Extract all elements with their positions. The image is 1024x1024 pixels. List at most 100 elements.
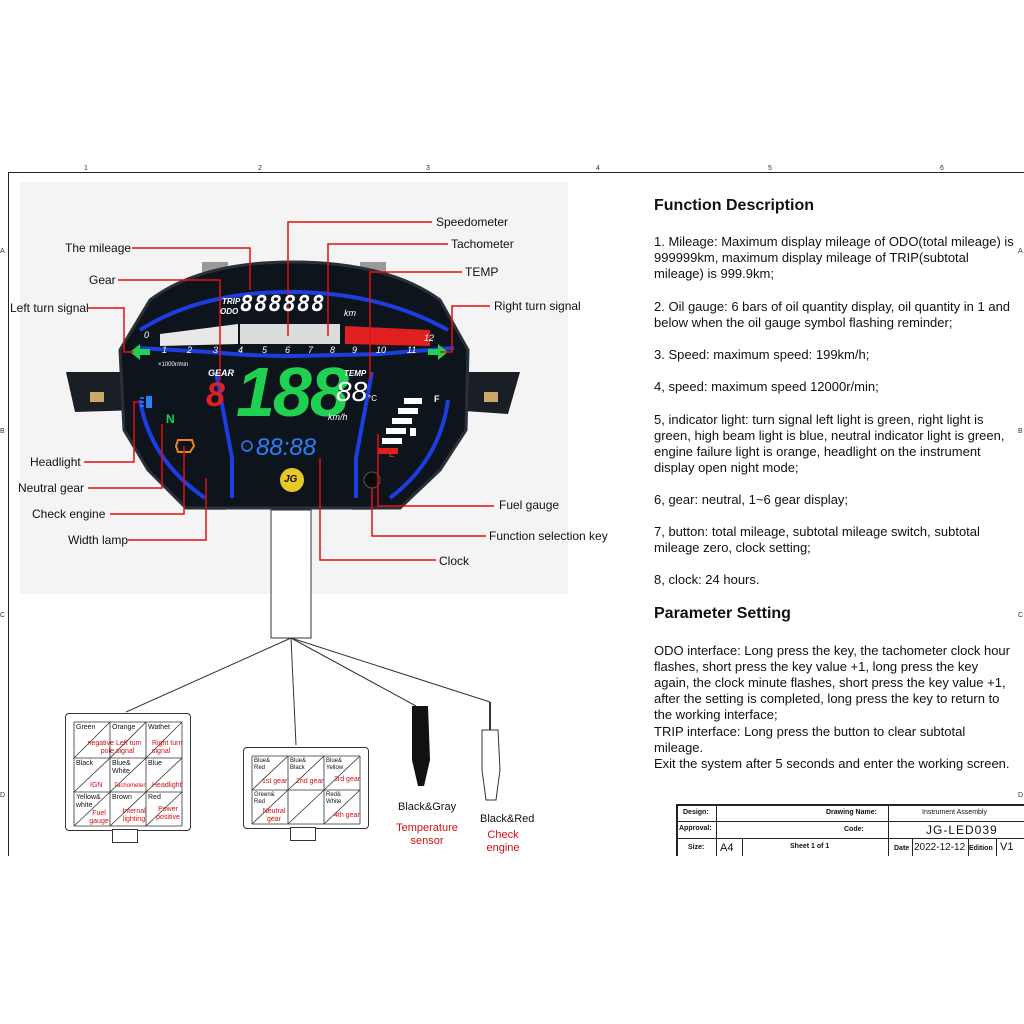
blue-arc-mid [137,346,455,359]
top-clip-right [360,262,386,272]
tb-size: A4 [720,842,734,854]
gear-label: GEAR [208,368,235,378]
connector-2-grid [251,755,361,825]
wire-function: 3rd gear [334,776,361,783]
ruler-num: 6 [940,165,944,172]
callout-speedometer: Speedometer [436,215,509,229]
tb-edition-label: Edition [969,845,993,852]
trip-label: TRIP [222,297,241,306]
connector-1-grid [73,721,183,827]
gear-digit: 8 [206,376,225,414]
ruler-letter: D [0,792,6,799]
temp-sensor-name: Temperature sensor [396,822,458,847]
fd-item-8: 8, clock: 24 hours. [654,572,760,587]
rpm-tick-label: 7 [308,345,314,355]
fuel-full-label: F [434,394,440,404]
wire-function: Internal lighting [122,808,146,823]
callout-left-turn: Left turn signal [10,301,89,315]
rpm-tick-label: 9 [352,345,358,355]
ps-exit: Exit the system after 5 seconds and ente… [654,756,1010,771]
wire-color: Blue& White [112,760,131,775]
wire-color: Green [76,724,96,731]
ruler-num: 4 [596,165,600,172]
tb-date: 2022-12-12 [914,842,966,853]
fuel-pump-icon [410,428,416,436]
check-engine-connector-illustration [481,702,501,801]
callout-right-turn: Right turn signal [494,299,581,313]
wire-color: Yellow& white [76,794,101,809]
wire-function: Right turn signal [152,740,183,755]
callout-lines [84,221,494,561]
rpm-tick-label: 4 [238,345,244,355]
tb-date-label: Date [894,845,910,852]
wire-function: Power positive [156,806,180,821]
callout-fuel-gauge: Fuel gauge [499,498,560,512]
connector-1: Green negative pole Orange Left turn sig… [65,713,191,831]
callout-neutral-gear: Neutral gear [18,481,85,495]
ruler-letter: B [1018,428,1023,435]
logo-text: JG [284,474,298,485]
wire-function: negative pole [87,740,114,755]
wire-color: Blue& Black [290,758,307,771]
left-mount-clip [90,392,104,402]
ruler-letter: A [0,248,5,255]
tb-approval-label: Approval: [679,825,712,832]
rpm-tick-label: 1 [162,345,168,355]
blue-arc-top [138,289,449,332]
temperature-sensor-illustration [412,706,430,786]
fd-item-5: 5, indicator light: turn signal left lig… [654,412,1005,475]
wire-function: Neutral gear [262,808,286,823]
rpm-tick-label: 8 [330,345,336,355]
wire-function: Tachometer [114,783,146,789]
clock-icon [241,440,253,452]
speed-unit: km/h [328,412,348,422]
drawing-frame [8,172,1024,856]
tb-size-label: Size: [688,844,705,851]
callout-tachometer: Tachometer [451,237,514,251]
fd-item-6: 6, gear: neutral, 1~6 gear display; [654,492,849,507]
ruler-letter: C [1018,612,1024,619]
neutral-symbol: N [166,412,175,426]
wire-color: Orange [112,724,136,731]
callout-function-key: Function selection key [489,529,608,543]
wiring-lines [125,637,491,746]
tb-drawing-name: Instrument Assembly [922,809,987,816]
callout-headlight: Headlight [30,455,81,469]
top-clip-left [202,262,228,272]
callout-gear: Gear [89,273,116,287]
rpm-tick-label: 2 [187,345,193,355]
function-description-title: Function Description [654,197,814,214]
wire-color: Brown [112,794,132,801]
wire-color: Wathet [148,724,170,731]
fuel-empty-label: E [389,450,395,459]
temp-digits: 88 [336,376,368,407]
wire-function: 1st gear [262,778,288,785]
connector-1-latch [112,829,138,843]
fuel-bars [378,398,422,454]
ruler-num: 1 [84,165,88,172]
odo-digits: 888888 [240,292,326,317]
connector-2-latch [290,827,316,841]
dashboard-body [118,260,470,510]
callout-check-engine: Check engine [32,507,106,521]
cable-stem [270,509,312,639]
temp-label: TEMP [344,369,367,378]
blue-line-left [214,371,234,498]
fd-item-3: 3. Speed: maximum speed: 199km/h; [654,347,870,362]
wire-function: Left turn signal [116,740,142,755]
rpm-tick-label: 11 [407,345,417,355]
rpm-tick-label: 0 [144,330,150,340]
fd-item-2: 2. Oil gauge: 6 bars of oil quantity dis… [654,299,1011,330]
wire-function: IGN [90,782,103,789]
fd-item-1: 1. Mileage: Maximum display mileage of O… [654,234,1014,281]
rpm-unit: ×1000r/min [158,362,189,368]
tb-edition: V1 [1000,841,1014,853]
wire-function: 4th gear [334,812,360,819]
tb-code: JG-LED039 [926,823,998,837]
rpm-tick-label: 3 [213,345,219,355]
ruler-num: 3 [426,165,430,172]
blue-line-right [354,371,374,498]
tb-drawing-name-label: Drawing Name: [826,809,877,816]
logo-mark [280,468,304,492]
